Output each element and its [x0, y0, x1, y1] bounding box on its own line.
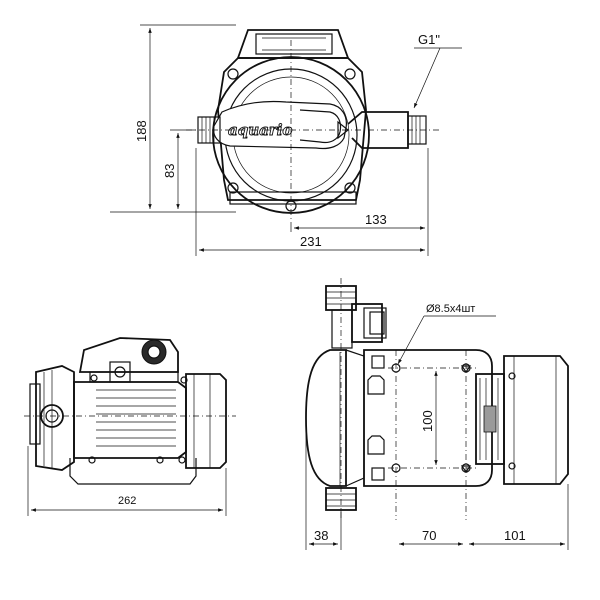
- dim-188: [110, 24, 236, 213]
- dim-100-label: 100: [420, 410, 435, 432]
- side-terminal-box: [78, 337, 188, 384]
- dim-231: [195, 148, 425, 256]
- front-view: aquario 188: [110, 24, 462, 256]
- dim-38: [305, 420, 342, 550]
- thread-label: G1": [418, 32, 440, 47]
- dim-101-label: 101: [504, 528, 526, 543]
- side-pump-head: [29, 365, 75, 471]
- top-volute: [305, 349, 365, 487]
- dim-188-label: 188: [134, 120, 149, 142]
- front-terminal-box: [236, 29, 350, 59]
- side-view: 262: [24, 337, 236, 516]
- dim-262: [27, 446, 227, 516]
- dim-133: [290, 148, 429, 256]
- dim-38-label: 38: [314, 528, 328, 543]
- side-base: [69, 456, 197, 485]
- dim-101: [469, 484, 569, 550]
- top-view: Ø8.5x4шт 100 38 70 101: [305, 278, 569, 550]
- hole-leader: [397, 315, 496, 365]
- front-logo-plate: [213, 100, 347, 150]
- dim-83-label: 83: [162, 164, 177, 178]
- thread-leader: [413, 47, 462, 109]
- top-pipe: [325, 285, 387, 511]
- dim-83: [170, 129, 196, 209]
- side-motor-body: [73, 371, 227, 469]
- hole-label: Ø8.5x4шт: [426, 303, 475, 315]
- dim-262-label: 262: [118, 495, 136, 507]
- dim-231-label: 231: [300, 234, 322, 249]
- top-motor-fan: [475, 355, 569, 485]
- dim-133-label: 133: [365, 212, 387, 227]
- dim-70-label: 70: [422, 528, 436, 543]
